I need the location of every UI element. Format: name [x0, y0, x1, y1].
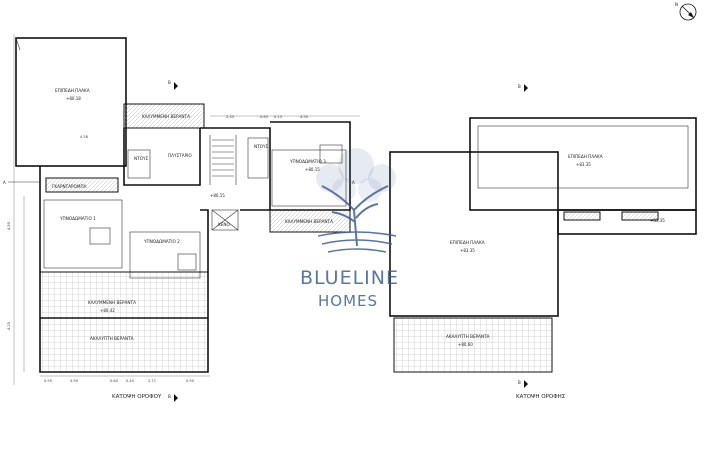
- upper-floor-plan-title: ΚΑΤΟΨΗ ΟΡΟΦΟΥ: [112, 394, 162, 400]
- covered-veranda-right-label: ΚΑΛΥΜΜΕΝΗ ΒΕΡΑΝΤΑ: [285, 219, 333, 224]
- section-mark-b-top: B: [168, 80, 171, 85]
- dim-top-2: 2.35: [226, 115, 234, 119]
- void-label: ΚΕΝΟ: [218, 222, 231, 227]
- shower-2: [247, 137, 269, 179]
- flat-roof-top-label: ΕΠΙΠΕΔΗ ΠΛΑΚΑ: [568, 154, 603, 159]
- dim-left-1: 4.55: [7, 222, 11, 230]
- shower-2-label: ΝΤΟΥΣ: [254, 144, 269, 149]
- shower-1-label: ΝΤΟΥΣ: [134, 156, 149, 161]
- roof-side-strip: [557, 209, 697, 235]
- section-mark-a-right: A: [352, 180, 355, 185]
- upper-floor-plan: ΕΠΙΠΕΔΗ ΠΛΑΚΑ +80.18 ΚΑΛΥΜΜΕΝΗ ΒΕΡΑΝΤΑ Ν…: [3, 34, 360, 402]
- roof-plan: ΕΠΙΠΕΔΗ ΠΛΑΚΑ +83.35 +83.35 ΕΠΙΠΕΔΗ ΠΛΑΚ…: [389, 84, 697, 400]
- roof-uncovered-veranda-level: +80.60: [458, 342, 473, 347]
- north-arrow-icon: N: [675, 2, 697, 21]
- bedroom-3-level: +80.15: [305, 167, 320, 172]
- uncovered-veranda-label: ΑΚΑΛΥΠΤΗ ΒΕΡΑΝΤΑ: [90, 336, 134, 341]
- dim-top-1: 4.58: [80, 135, 89, 139]
- tree-logo-icon: [316, 148, 397, 253]
- bedroom-3: [271, 149, 347, 207]
- section-mark-a-left: A: [3, 180, 6, 185]
- bed-1: [89, 227, 111, 245]
- dim-bottom-4: 0.40: [126, 379, 135, 383]
- wardrobe: [45, 177, 119, 193]
- covered-veranda-top: [123, 103, 205, 129]
- bedroom-3-label: ΥΠΝΟΔΩΜΑΤΙΟ 3: [289, 159, 326, 164]
- covered-veranda-top-label: ΚΑΛΥΜΜΕΝΗ ΒΕΡΑΝΤΑ: [142, 114, 190, 119]
- dim-top-3: 0.65: [260, 115, 268, 119]
- bedroom-1-label: ΥΠΝΟΔΩΜΑΤΙΟ 1: [59, 216, 96, 221]
- section-markers-left: A A B B: [3, 80, 355, 402]
- roof-side-hatch-2: [621, 211, 659, 221]
- roof-main-outline: [389, 151, 559, 317]
- covered-veranda-bottom: [39, 271, 209, 373]
- staircase: [212, 139, 234, 177]
- covered-veranda-bottom-level: +80.42: [100, 308, 115, 313]
- stair-walls: [200, 127, 271, 210]
- roof-uncovered-veranda-label: ΑΚΑΛΥΠΤΗ ΒΕΡΑΝΤΑ: [446, 334, 490, 339]
- dim-top-4: 0.15: [274, 115, 282, 119]
- flat-roof-main-level: +83.35: [460, 248, 475, 253]
- roof-side-hatch-1: [563, 211, 601, 221]
- bedroom-2-label: ΥΠΝΟΔΩΜΑΤΙΟ 2: [143, 239, 180, 244]
- dim-bottom-6: 0.90: [186, 379, 195, 383]
- wet-rooms-walls: [123, 128, 201, 186]
- roof-section-mark-bottom: B: [518, 380, 521, 385]
- flat-roof-level: +80.18: [66, 96, 81, 101]
- flat-roof-label: ΕΠΙΠΕΔΗ ΠΛΑΚΑ: [55, 88, 90, 93]
- covered-veranda-bottom-label: ΚΑΛΥΜΜΕΝΗ ΒΕΡΑΝΤΑ: [88, 300, 136, 305]
- dim-bottom-3: 0.60: [110, 379, 119, 383]
- section-mark-b-bottom: B: [168, 394, 171, 399]
- roof-section-mark-top: B: [518, 84, 521, 89]
- laundry-label: ΠΛΥΣΤΑΡΙΟ: [168, 153, 192, 158]
- blueline-homes-watermark: BLUELINE HOMES: [300, 148, 399, 310]
- flat-roof-main-label: ΕΠΙΠΕΔΗ ΠΛΑΚΑ: [450, 240, 485, 245]
- dim-bottom-5: 2.71: [148, 379, 156, 383]
- covered-veranda-right: [269, 209, 351, 233]
- void-area: [211, 209, 239, 231]
- dim-left-2: 4.25: [7, 322, 11, 330]
- bed-3: [319, 144, 343, 164]
- dim-top-5: 4.50: [300, 115, 309, 119]
- north-arrow-label: N: [675, 2, 678, 7]
- flat-roof-area: [15, 37, 127, 167]
- roof-plan-title: ΚΑΤΟΨΗ ΟΡΟΦΗΣ: [516, 394, 566, 400]
- dim-bottom-1: 0.95: [44, 379, 52, 383]
- watermark-line1: BLUELINE: [300, 267, 399, 289]
- bed-2: [177, 253, 197, 271]
- dim-bottom-2: 3.95: [70, 379, 78, 383]
- flat-roof-top-level: +83.35: [576, 162, 591, 167]
- roof-side-level: +83.35: [650, 218, 665, 223]
- mid-level: +80.15: [210, 193, 225, 198]
- flat-roof-top-area: [477, 125, 689, 189]
- shower-1: [127, 149, 151, 179]
- section-markers-right: B B: [518, 84, 528, 388]
- roof-uncovered-veranda: [393, 317, 553, 373]
- watermark-line2: HOMES: [318, 292, 378, 310]
- dimension-lines: [13, 34, 360, 385]
- wardrobe-label: ΓΚΑΡΝΤΑΡΟΜΠΑ: [52, 184, 87, 189]
- bedroom-1: [43, 199, 123, 269]
